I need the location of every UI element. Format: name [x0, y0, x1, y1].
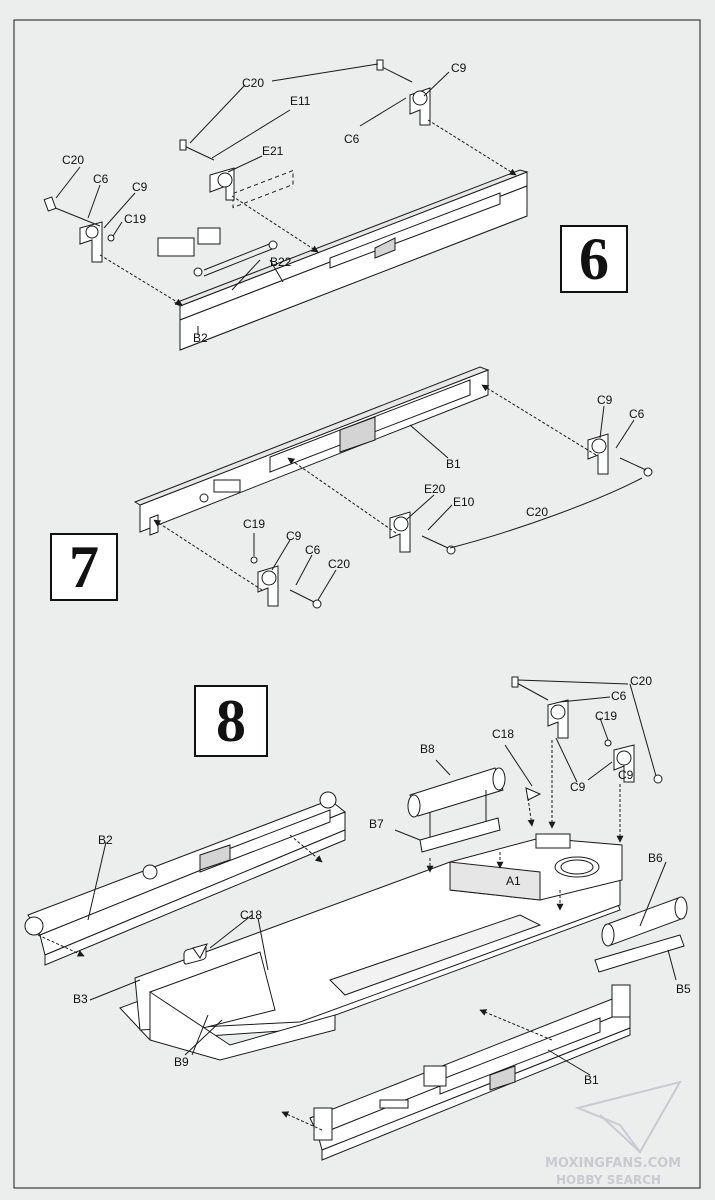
label-b6: B6 [648, 851, 663, 865]
label-c20: C20 [526, 505, 549, 519]
watermark-site: MOXINGFANS.COM [545, 1156, 682, 1171]
label-b1: B1 [446, 457, 461, 471]
label-e10: E10 [453, 495, 475, 509]
step7-left-mount [250, 556, 322, 609]
step8-hull-a1 [119, 833, 623, 1061]
step8-tool-b8 [407, 767, 506, 853]
label-c6: C6 [629, 407, 645, 421]
label-e21: E21 [262, 144, 284, 158]
step6-b22-parts [157, 227, 278, 277]
label-c9: C9 [570, 780, 586, 794]
label-c9: C9 [451, 61, 467, 75]
label-c20: C20 [242, 76, 265, 90]
label-c19: C19 [124, 212, 147, 226]
label-b8: B8 [420, 742, 435, 756]
label-c18: C18 [240, 908, 263, 922]
step6-right-mount [376, 59, 431, 126]
step8-tool-b6 [594, 896, 688, 973]
label-b3: B3 [73, 992, 88, 1006]
label-e11: E11 [290, 94, 311, 108]
page-border [13, 19, 701, 1189]
step8-leaders [37, 679, 677, 1131]
label-c6: C6 [93, 172, 109, 186]
label-b22: B22 [270, 255, 292, 269]
watermark-hobby-search: HOBBY SEARCH [556, 1173, 661, 1187]
label-a1: A1 [506, 874, 521, 888]
label-c9: C9 [286, 529, 302, 543]
label-c19: C19 [595, 709, 618, 723]
label-c9: C9 [132, 180, 148, 194]
step-number-6: 6 [560, 225, 628, 293]
step6-leaders [55, 63, 517, 335]
watermark-logo-graphic [574, 1080, 683, 1154]
label-c9: C9 [597, 393, 613, 407]
label-c6: C6 [344, 132, 360, 146]
label-c6: C6 [305, 543, 321, 557]
step-number-7: 7 [50, 533, 118, 601]
step7-right-mount [587, 433, 653, 477]
label-c19: C19 [243, 517, 266, 531]
label-b2: B2 [98, 833, 113, 847]
step7-side-skirt-b1 [133, 366, 490, 536]
label-c20: C20 [630, 674, 653, 688]
label-e20: E20 [424, 482, 446, 496]
step-number-8: 8 [194, 685, 268, 757]
step7-leaders [153, 384, 643, 601]
label-c6: C6 [611, 689, 627, 703]
label-c20: C20 [62, 153, 85, 167]
label-c20: C20 [328, 557, 351, 571]
label-b9: B9 [174, 1055, 189, 1069]
label-b5: B5 [676, 982, 691, 996]
step6-left-mount [43, 196, 115, 263]
label-c18: C18 [492, 727, 515, 741]
step8-mounts [192, 676, 663, 959]
step8-skirt-b2 [24, 791, 346, 966]
step6-middle-mount [179, 139, 235, 201]
label-c9: C9 [618, 768, 634, 782]
step6-side-skirt-b2 [173, 169, 529, 351]
label-b7: B7 [369, 817, 384, 831]
label-b2: B2 [193, 331, 208, 345]
step8-skirt-b1 [309, 984, 631, 1161]
label-b1: B1 [584, 1073, 599, 1087]
step7-middle-mount [389, 511, 456, 555]
